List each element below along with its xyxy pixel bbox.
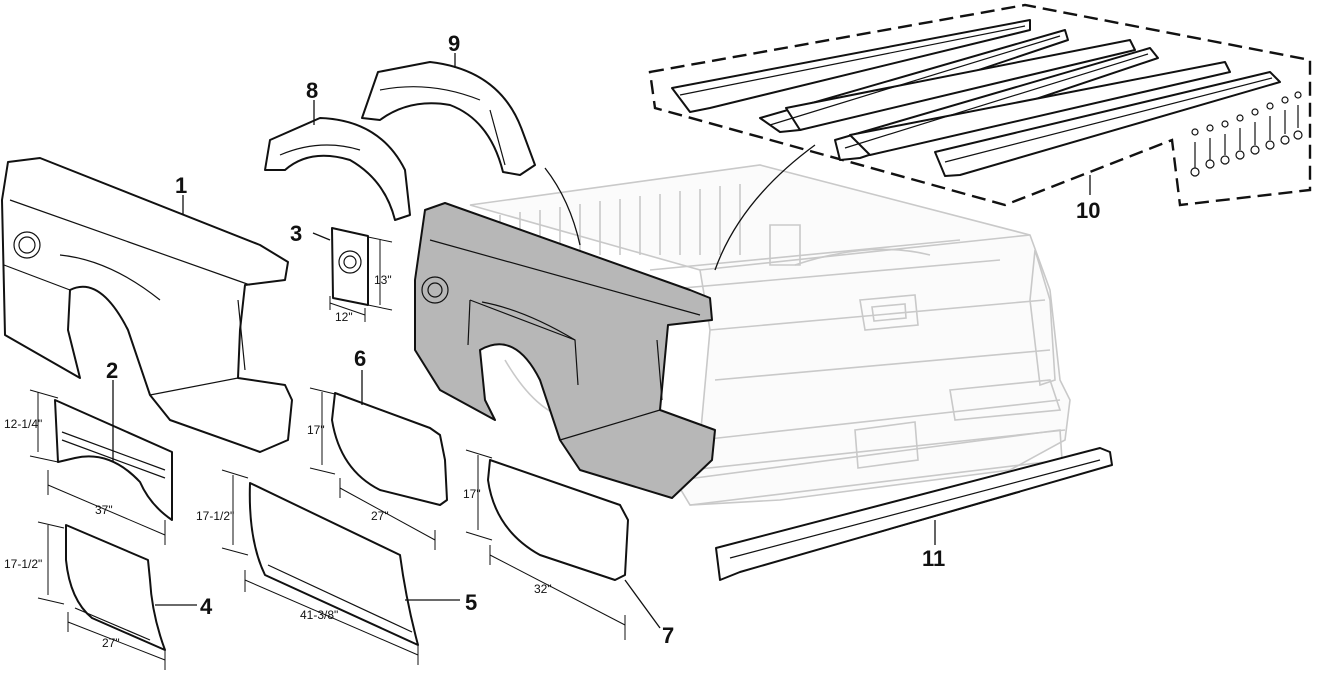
part-3-fuel-plate (331, 227, 369, 306)
fasteners (1190, 91, 1303, 177)
part-6-corner-cap (331, 392, 448, 506)
dim-p6-height: 17" (307, 423, 325, 437)
dim-p6-width: 27" (371, 509, 389, 523)
callout-5: 5 (465, 590, 477, 615)
dim-p4-width: 27" (102, 636, 120, 650)
dim-p5-height: 17-1/2" (196, 509, 234, 523)
part-1-bedside (1, 157, 293, 453)
callout-2: 2 (106, 358, 118, 383)
part-10-cross-sills (648, 3, 1312, 207)
dim-p2-height: 12-1/4" (4, 417, 42, 431)
dim-p3-height: 13" (374, 273, 392, 287)
highlighted-bedside (414, 202, 716, 499)
dim-p3-width: 12" (335, 310, 353, 324)
dim-p4-height: 17-1/2" (4, 557, 42, 571)
part-8-wheel-housing (264, 117, 411, 221)
dim-p2-width: 37" (95, 503, 113, 517)
callout-8: 8 (306, 78, 318, 103)
dim-p7-width: 32" (534, 582, 552, 596)
callout-11: 11 (922, 546, 945, 571)
part-11-rail (715, 447, 1113, 581)
callout-6: 6 (354, 346, 366, 371)
callout-10: 10 (1076, 198, 1100, 223)
callout-1: 1 (175, 173, 187, 198)
dim-p5-width: 41-3/8" (300, 608, 338, 622)
dim-p7-height: 17" (463, 487, 481, 501)
callout-3: 3 (290, 221, 302, 246)
callout-4: 4 (200, 594, 213, 619)
callout-9: 9 (448, 31, 460, 56)
part-4-lower-panel (65, 524, 166, 651)
dimension-lines (29, 236, 626, 670)
leader-lines (112, 53, 1091, 629)
part-9-wheel-housing (361, 61, 536, 176)
callout-7: 7 (662, 623, 674, 648)
part-7-rear-cap (487, 459, 629, 581)
